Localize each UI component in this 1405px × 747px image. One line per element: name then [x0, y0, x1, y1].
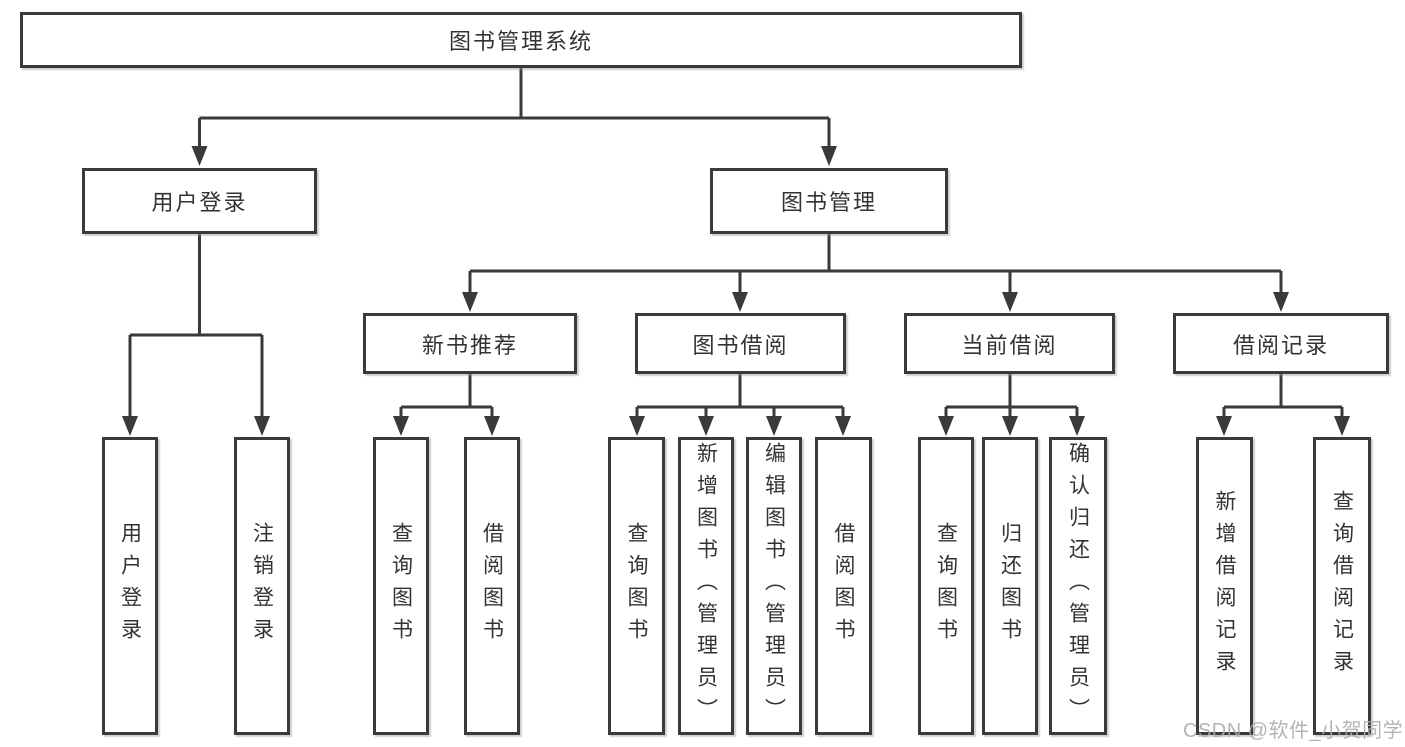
leaf-label: 查询图书 — [389, 522, 413, 650]
node-borrow-records: 借阅记录 — [1173, 313, 1389, 374]
leaf-add-borrow-record: 新增借阅记录 — [1196, 437, 1253, 735]
node-label: 借阅记录 — [1232, 332, 1329, 358]
node-current-borrow: 当前借阅 — [904, 313, 1115, 374]
leaf-label: 查询借阅记录 — [1330, 490, 1354, 682]
leaf-label: 确认归还（管理员） — [1066, 442, 1090, 730]
leaf-user-login: 用户登录 — [102, 437, 158, 735]
leaf-edit-books-admin: 编辑图书（管理员） — [746, 437, 802, 735]
leaf-query-books-2: 查询图书 — [608, 437, 665, 735]
node-root-system: 图书管理系统 — [20, 12, 1022, 68]
leaf-label: 用户登录 — [118, 522, 142, 650]
leaf-label: 查询图书 — [934, 522, 958, 650]
leaf-borrow-books-1: 借阅图书 — [464, 437, 520, 735]
leaf-query-borrow-record: 查询借阅记录 — [1313, 437, 1371, 735]
leaf-label: 注销登录 — [250, 522, 274, 650]
leaf-label: 编辑图书（管理员） — [762, 442, 786, 730]
node-label: 图书借阅 — [692, 332, 789, 358]
leaf-label: 新增图书（管理员） — [694, 442, 718, 730]
leaf-label: 新增借阅记录 — [1213, 490, 1236, 682]
leaf-label: 借阅图书 — [832, 522, 855, 650]
node-label: 用户登录 — [151, 190, 248, 215]
leaf-label: 借阅图书 — [480, 522, 504, 650]
leaf-confirm-return-admin: 确认归还（管理员） — [1049, 437, 1107, 735]
leaf-query-books-1: 查询图书 — [373, 437, 429, 735]
node-label: 当前借阅 — [961, 332, 1058, 358]
arrowheads — [122, 146, 1350, 436]
leaf-add-books-admin: 新增图书（管理员） — [678, 437, 734, 735]
leaf-label: 查询图书 — [625, 522, 648, 650]
csdn-watermark: CSDN @软件_小贺同学 — [1183, 720, 1404, 742]
leaf-borrow-books-2: 借阅图书 — [815, 437, 872, 735]
node-root-label: 图书管理系统 — [448, 29, 593, 54]
leaf-logout: 注销登录 — [234, 437, 290, 735]
node-new-book-recommend: 新书推荐 — [363, 313, 577, 374]
leaf-query-books-3: 查询图书 — [918, 437, 974, 735]
node-book-management-branch: 图书管理 — [710, 168, 948, 234]
node-label: 新书推荐 — [421, 332, 518, 358]
node-label: 图书管理 — [780, 190, 877, 215]
tree-edges — [128, 68, 1344, 418]
node-user-login-branch: 用户登录 — [82, 168, 317, 234]
node-book-borrow: 图书借阅 — [635, 313, 846, 374]
leaf-label: 归还图书 — [998, 522, 1022, 650]
leaf-return-books: 归还图书 — [982, 437, 1038, 735]
